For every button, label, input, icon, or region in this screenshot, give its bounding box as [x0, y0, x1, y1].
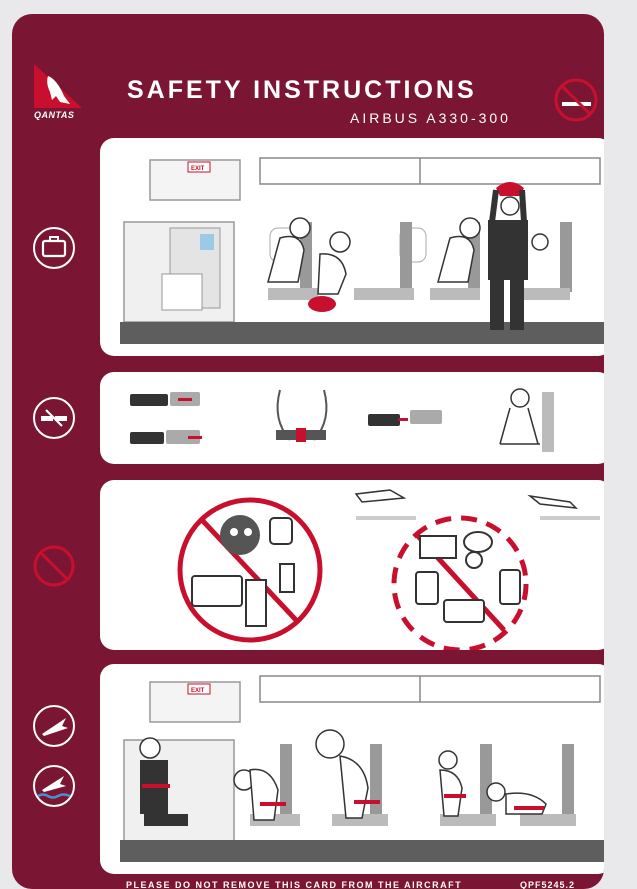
brace-position-panel: EXIT	[100, 664, 604, 874]
card-code: QPF5245.2	[520, 880, 576, 889]
aircraft-type: AIRBUS A330-300	[350, 110, 511, 126]
baggage-icon	[33, 227, 75, 269]
electronic-devices-panel	[100, 480, 604, 650]
exit-sign: EXIT	[191, 166, 205, 172]
ditching-icon	[33, 765, 75, 807]
seatbelt-icon	[33, 397, 75, 439]
safety-card: QANTAS SAFETY INSTRUCTIONS AIRBUS A330-3…	[12, 14, 604, 889]
no-smoking-icon	[554, 78, 598, 122]
prohibited-icon	[33, 545, 75, 587]
exit-sign: EXIT	[191, 688, 205, 694]
qantas-kangaroo-logo	[34, 64, 82, 108]
brace-position-icon	[33, 705, 75, 747]
logo-text: QANTAS	[34, 110, 75, 120]
seatbelt-panel	[100, 372, 604, 464]
cabin-baggage-panel: EXIT	[100, 138, 604, 356]
page-title: SAFETY INSTRUCTIONS	[127, 76, 477, 104]
footer-notice: PLEASE DO NOT REMOVE THIS CARD FROM THE …	[126, 880, 463, 889]
